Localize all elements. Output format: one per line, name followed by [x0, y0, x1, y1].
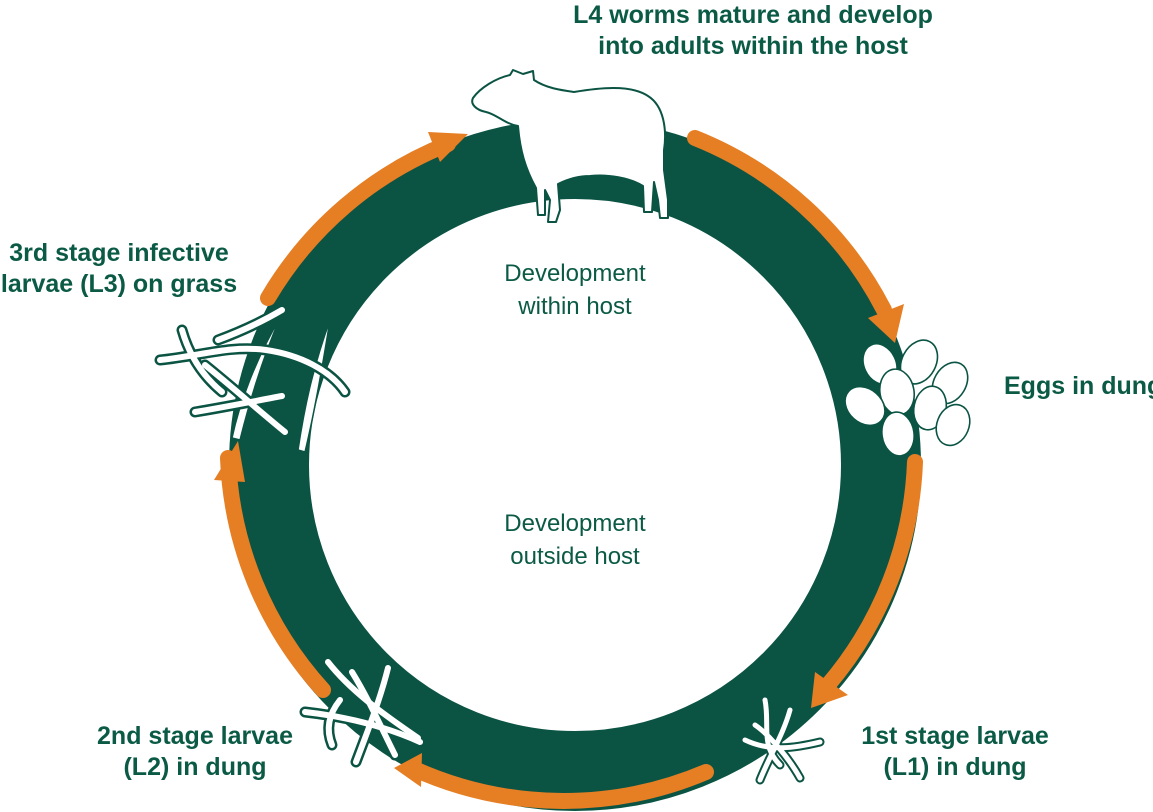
stage-label-line: (L2) in dung [123, 753, 267, 781]
arrowhead-l1 [811, 672, 848, 708]
cycle-arrows [220, 130, 923, 809]
arrowhead-eggs [868, 304, 904, 343]
stage-label-line: L4 worms mature and develop [573, 1, 933, 29]
larvae-icon [740, 695, 825, 785]
arrow-eggs-to-l1 [820, 454, 923, 693]
center-label-line: outside host [510, 543, 640, 570]
stage-label-l3: 3rd stage infective larvae (L3) on grass [0, 238, 238, 300]
center-label-outside-host: Development outside host [445, 507, 705, 573]
stage-label-l1: 1st stage larvae (L1) in dung [855, 721, 1055, 783]
arrow-l3-to-l4 [260, 136, 456, 306]
center-label-line: Development [504, 510, 646, 537]
stage-label-eggs: Eggs in dung [1004, 371, 1153, 402]
arrowhead-l3 [214, 441, 245, 482]
stage-label-line: into adults within the host [598, 32, 908, 60]
arrow-l4-to-eggs [687, 130, 892, 318]
larvae-icon [299, 656, 426, 768]
stage-label-l4: L4 worms mature and develop into adults … [568, 0, 938, 62]
stage-label-line: (L1) in dung [883, 753, 1027, 781]
eggs-icon [844, 339, 971, 457]
stage-label-line: larvae (L3) on grass [0, 270, 238, 298]
sheep-icon [471, 69, 669, 223]
center-label-line: Development [504, 260, 646, 287]
arrow-l2-to-l3 [220, 450, 331, 698]
stage-label-line: 3rd stage infective [9, 239, 229, 267]
larvae-icon [154, 304, 351, 453]
center-label-within-host: Development within host [445, 257, 705, 323]
arrow-l1-to-l2 [404, 760, 714, 809]
stage-label-line: 2nd stage larvae [97, 722, 293, 750]
center-label-line: within host [518, 293, 632, 320]
arrow-heads [214, 132, 904, 787]
stage-label-line: Eggs in dung [1004, 372, 1153, 400]
arrowhead-l4 [428, 132, 468, 162]
stage-label-l2: 2nd stage larvae (L2) in dung [90, 721, 300, 783]
stage-label-line: 1st stage larvae [861, 722, 1049, 750]
arrowhead-l2 [394, 753, 422, 787]
